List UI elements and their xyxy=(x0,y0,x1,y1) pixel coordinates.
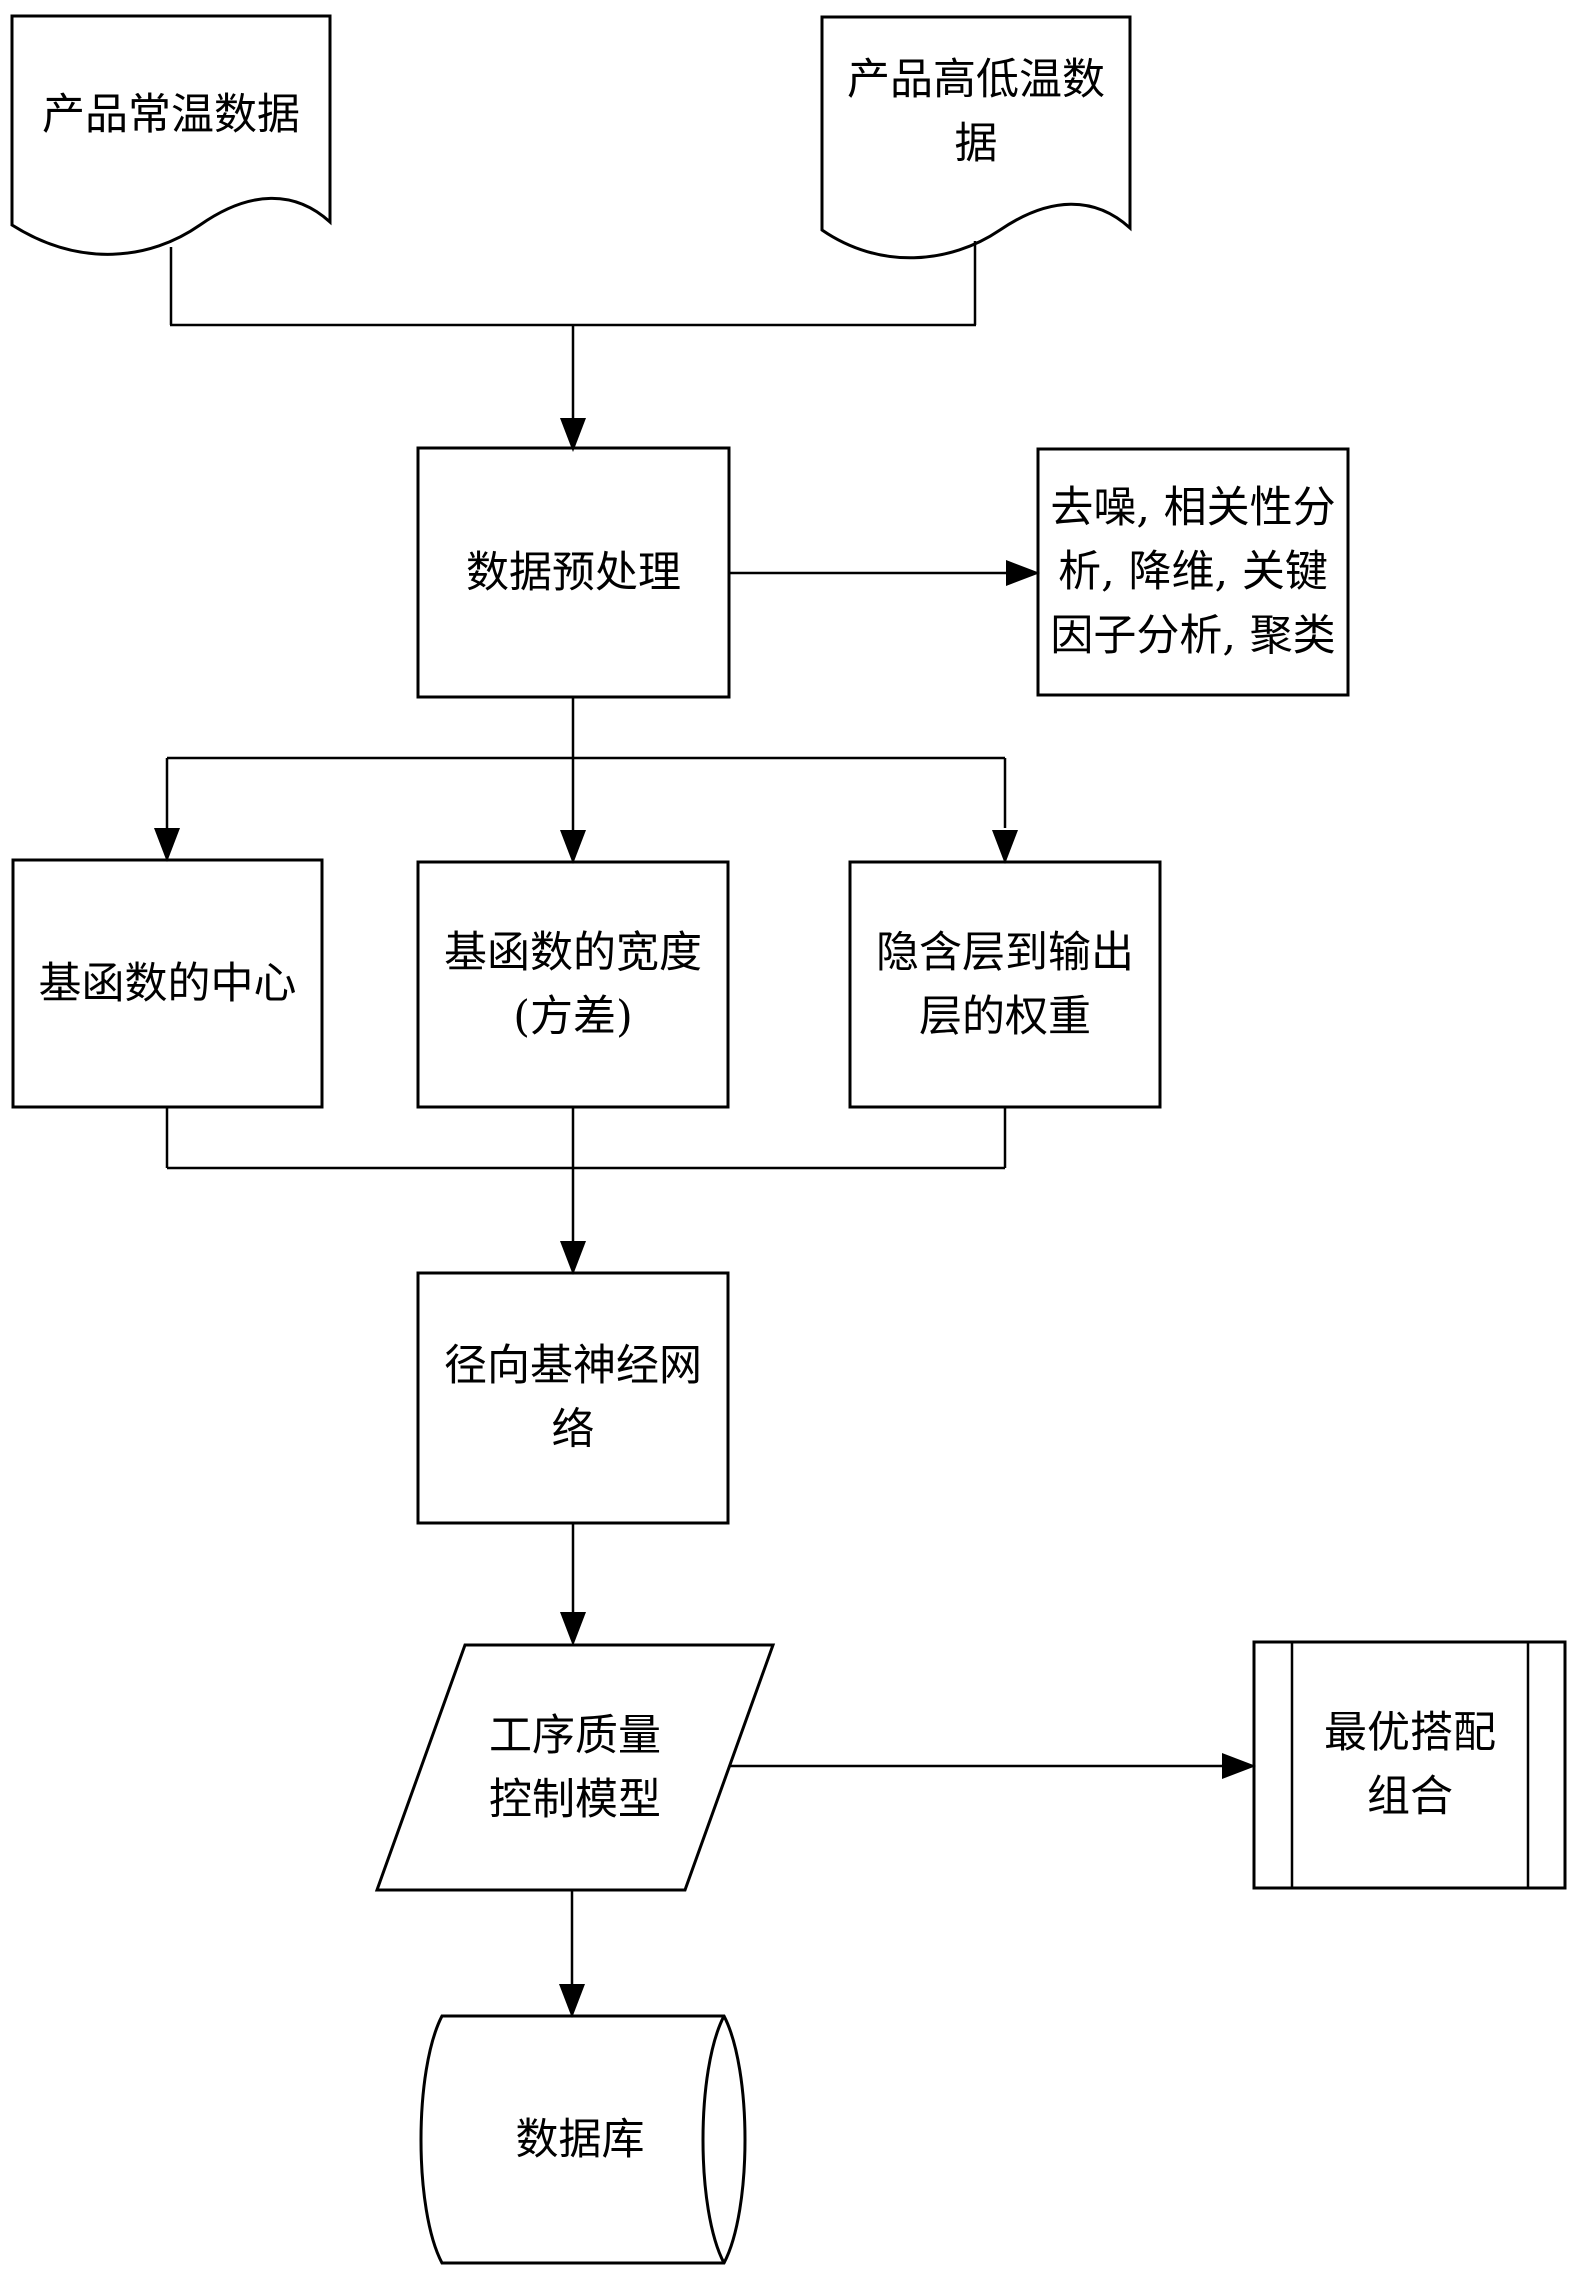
label-line: 数据预处理 xyxy=(466,547,681,598)
label-data-preprocessing: 数据预处理 xyxy=(418,448,729,697)
label-rbf-network: 径向基神经网 络 xyxy=(418,1273,728,1523)
label-preprocessing-methods: 去噪, 相关性分 析, 降维, 关键 因子分析, 聚类 xyxy=(1038,449,1348,695)
arrowhead-into-optimal xyxy=(1222,1753,1256,1779)
label-product-high-low-data: 产品高低温数 据 xyxy=(822,17,1130,207)
label-line: 控制模型 xyxy=(489,1774,661,1825)
label-line: 产品高低温数 xyxy=(847,55,1105,105)
label-line: (方差) xyxy=(513,991,633,1042)
process-box-methods xyxy=(1036,447,1350,697)
label-line: 产品常温数据 xyxy=(42,90,300,140)
arrowhead-into-weights-box xyxy=(992,830,1018,864)
label-line: 络 xyxy=(551,1405,595,1455)
label-line: 径向基神经网 xyxy=(444,1341,702,1391)
arrowhead-into-methods xyxy=(1006,560,1040,586)
document-shape-product-high-low xyxy=(820,15,1132,260)
label-line: 基函数的宽度 xyxy=(444,927,702,978)
predefined-box-optimal xyxy=(1252,1640,1567,1890)
label-line: 因子分析, 聚类 xyxy=(1050,611,1336,661)
label-line: 去噪, 相关性分 xyxy=(1050,483,1336,533)
label-optimal-combination: 最优搭配 组合 xyxy=(1292,1642,1528,1888)
label-basis-function-width: 基函数的宽度 (方差) xyxy=(418,862,728,1107)
arrowhead-into-center-box xyxy=(154,828,180,862)
label-line: 工序质量 xyxy=(489,1710,661,1761)
label-line: 隐含层到输出 xyxy=(876,927,1134,978)
arrowhead-into-width-box xyxy=(560,830,586,864)
database-cylinder-cap xyxy=(701,2015,726,2264)
label-line: 基函数的中心 xyxy=(38,958,297,1009)
document-shape-product-normal xyxy=(10,14,332,256)
label-process-quality-model: 工序质量 控制模型 xyxy=(425,1645,725,1890)
label-database: 数据库 xyxy=(430,2016,730,2263)
parallelogram-quality-model xyxy=(374,1643,776,1892)
label-line: 组合 xyxy=(1367,1772,1453,1822)
arrowhead-into-rbf xyxy=(560,1241,586,1275)
label-basis-function-center: 基函数的中心 xyxy=(13,860,322,1107)
label-line: 数据库 xyxy=(515,2114,645,2165)
label-line: 层的权重 xyxy=(919,991,1091,1042)
arrowhead-into-model xyxy=(560,1612,586,1646)
label-hidden-output-weights: 隐含层到输出 层的权重 xyxy=(850,862,1160,1107)
label-product-normal-data: 产品常温数据 xyxy=(12,15,330,215)
arrowhead-into-database xyxy=(559,1984,585,2018)
label-line: 析, 降维, 关键 xyxy=(1058,547,1328,597)
arrowhead-into-preprocessing xyxy=(560,418,586,452)
label-line: 最优搭配 xyxy=(1324,1708,1496,1758)
label-line: 据 xyxy=(954,119,998,169)
